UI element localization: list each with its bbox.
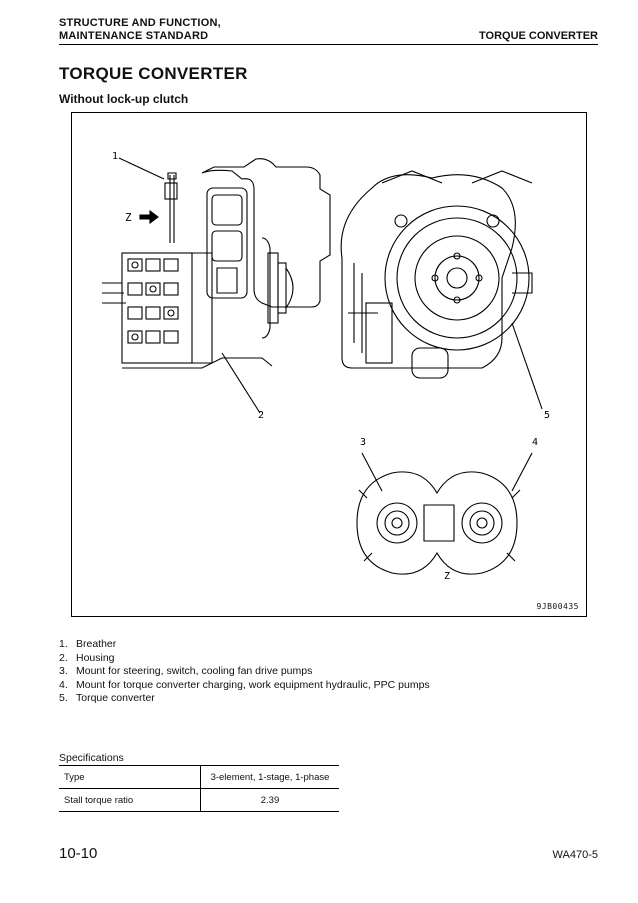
table-row: Type 3-element, 1-stage, 1-phase [59,765,339,789]
header-rule [59,44,598,45]
figure-label-z-view: Z [444,571,450,582]
header-section: STRUCTURE AND FUNCTION, MAINTENANCE STAN… [59,17,221,43]
specifications-table: Type 3-element, 1-stage, 1-phase Stall t… [59,765,339,812]
header-section-line2: MAINTENANCE STANDARD [59,30,209,42]
front-view [340,170,543,410]
callout-number: 2. [59,651,68,664]
callout-list: 1. Breather 2. Housing 3. Mount for steerin… [59,638,430,706]
specifications-title: Specifications [59,752,124,764]
callout-text: Torque converter [76,692,155,704]
page-subtitle: Without lock-up clutch [59,92,189,106]
callout-text: Breather [76,638,117,650]
callout-number: 1. [59,638,68,650]
callout-number: 4. [59,678,68,691]
callout-number: 5. [59,692,68,704]
figure-label-4: 4 [532,437,538,448]
spec-label: Type [59,765,201,789]
callout-text: Housing [76,651,115,664]
view-z [356,452,533,575]
callout-item: 4. Mount for torque converter charging, w… [59,679,430,693]
figure-label-z-arrow: Z [125,211,132,224]
callout-text: Mount for torque converter charging, wor… [76,678,430,691]
header-topic: TORQUE CONVERTER [479,30,598,42]
side-view [102,157,331,414]
figure-label-1: 1 [112,151,118,162]
page-title: TORQUE CONVERTER [59,64,248,83]
spec-value: 2.39 [200,788,339,812]
callout-number: 3. [59,665,68,677]
figure-code: 9JB00435 [536,602,579,611]
torque-converter-figure: 1 2 3 4 5 Z Z 9JB00435 [71,112,587,617]
spec-value: 3-element, 1-stage, 1-phase [200,765,339,789]
figure-label-2: 2 [258,410,264,421]
callout-item: 2. Housing [59,652,430,666]
page-number: 10-10 [59,845,98,862]
torque-converter-drawing: 1 2 3 4 5 Z Z [102,151,550,582]
header-section-line1: STRUCTURE AND FUNCTION, [59,17,221,29]
callout-item: 5. Torque converter [59,692,430,706]
model-code: WA470-5 [552,849,598,861]
callout-text: Mount for steering, switch, cooling fan … [76,665,313,677]
callout-item: 3. Mount for steering, switch, cooling fa… [59,665,430,679]
figure-label-5: 5 [544,410,550,421]
callout-item: 1. Breather [59,638,430,652]
table-row: Stall torque ratio 2.39 [59,788,339,812]
figure-label-3: 3 [360,437,366,448]
spec-label: Stall torque ratio [59,788,201,812]
